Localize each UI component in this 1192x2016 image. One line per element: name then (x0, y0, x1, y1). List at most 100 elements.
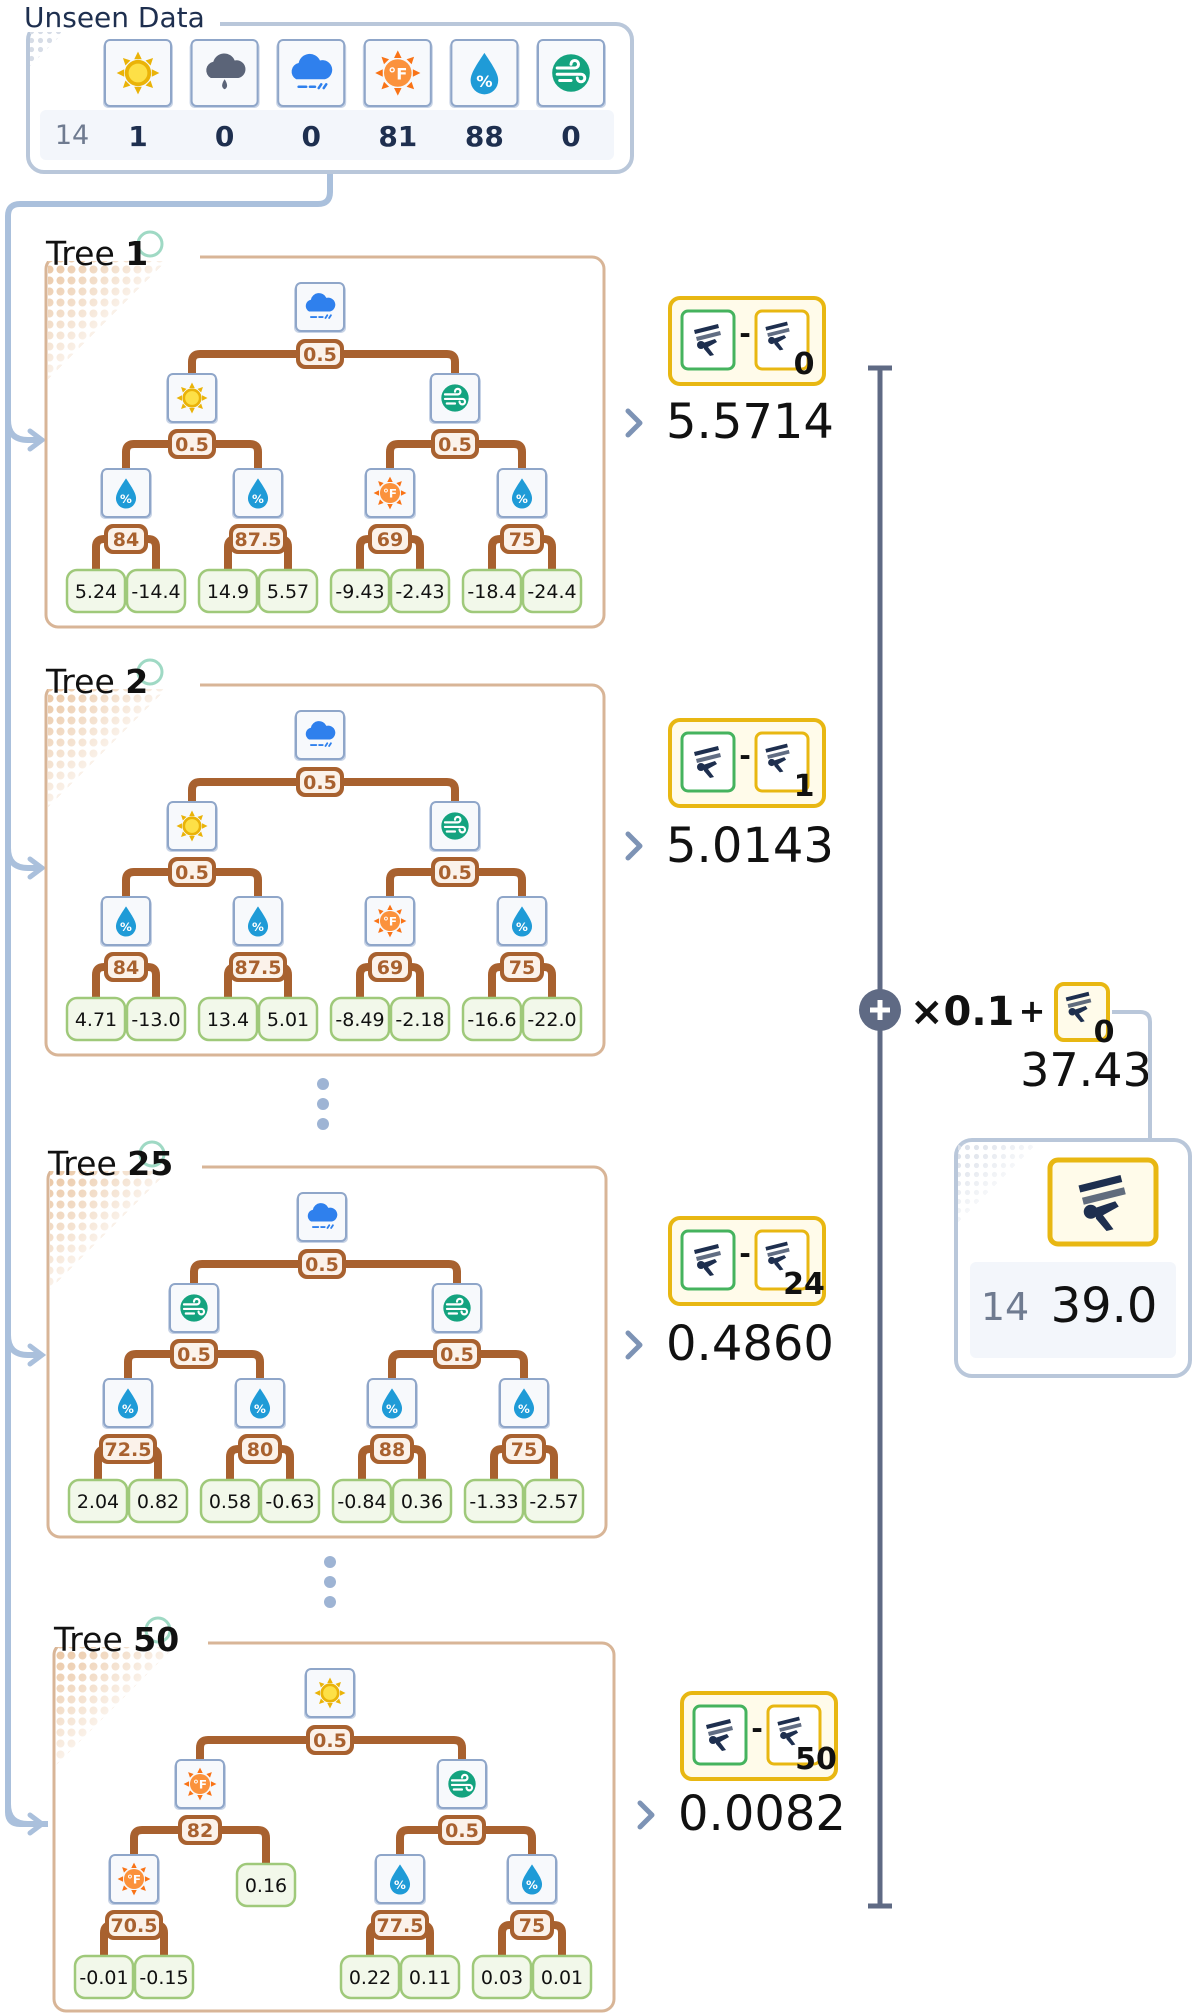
leaf-text: -8.49 (335, 1009, 384, 1031)
split-threshold: 0.5 (431, 857, 479, 887)
threshold-value: 75 (509, 957, 535, 979)
humidity-icon (506, 1854, 558, 1905)
tree-branch (130, 1826, 204, 1861)
tree-branch (498, 1921, 536, 1961)
threshold-value: 84 (113, 957, 139, 979)
leaf-text: -16.6 (467, 1009, 516, 1031)
leaf-value: -14.4 (125, 568, 187, 614)
threshold-value: 84 (113, 529, 139, 551)
threshold-value: 0.5 (445, 1820, 479, 1842)
split-threshold: 82 (178, 1815, 222, 1845)
leaf-value: 0.03 (471, 1954, 533, 2000)
flow-branch (5, 419, 40, 443)
tree-branch (518, 963, 556, 1003)
arrow-right-icon (637, 1800, 655, 1830)
leaf-value: -0.84 (331, 1478, 393, 1524)
leaf-text: 2.04 (77, 1491, 119, 1513)
residual-subscript: 1 (794, 769, 815, 804)
leaf-text: -2.57 (529, 1491, 578, 1513)
leaf-value: 14.9 (197, 568, 259, 614)
tree-branch (190, 1350, 264, 1385)
leaf-text: 0.03 (481, 1967, 523, 1989)
threshold-value: 0.5 (175, 862, 209, 884)
humidity-icon (449, 39, 520, 108)
threshold-value: 75 (509, 529, 535, 551)
snow-cloud-icon (294, 282, 346, 333)
minus-sign: - (739, 317, 751, 350)
leaf-text: 0.11 (409, 1967, 451, 1989)
leaf-value: 0.11 (399, 1954, 461, 2000)
tree-branch (188, 778, 324, 808)
row-id: 14 (55, 120, 89, 151)
tree-branch (396, 1826, 466, 1861)
tree-branch (488, 535, 526, 575)
unseen-data-title: Unseen Data (24, 1, 205, 34)
tree-branch (122, 440, 196, 475)
feature-value: 88 (465, 120, 504, 153)
split-threshold: 0.5 (431, 429, 479, 459)
split-threshold: 0.5 (298, 1249, 346, 1279)
tree-branch (122, 963, 160, 1003)
leaf-value: 0.82 (127, 1478, 189, 1524)
split-threshold: 69 (368, 952, 412, 982)
leaf-text: -9.43 (335, 581, 384, 603)
rain-cloud-icon (189, 39, 260, 108)
tree-branch (528, 1921, 566, 1961)
tree-branch (122, 868, 196, 903)
tree-branch (386, 868, 459, 903)
leaf-value: -13.0 (125, 996, 187, 1042)
leaf-text: -22.0 (527, 1009, 576, 1031)
arrow-right-icon (625, 408, 643, 438)
residual-badge: -0 (668, 296, 826, 386)
tree-branch (356, 535, 394, 575)
split-threshold: 87.5 (229, 952, 287, 982)
leaf-value: -0.63 (259, 1478, 321, 1524)
humidity-icon (498, 1378, 550, 1429)
threshold-value: 0.5 (313, 1730, 347, 1752)
tree-branch (316, 778, 459, 808)
leaf-text: -2.18 (395, 1009, 444, 1031)
humidity-icon (232, 896, 284, 947)
leaf-text: -24.4 (527, 581, 576, 603)
tree-branch (453, 1350, 528, 1385)
split-threshold: 0.5 (168, 429, 216, 459)
tree-branch (188, 868, 262, 903)
arrow-right-icon (625, 831, 643, 861)
snow-cloud-icon (276, 39, 347, 108)
threshold-value: 70.5 (111, 1915, 158, 1937)
residual-badge: -1 (668, 718, 826, 808)
leaf-text: 13.4 (207, 1009, 249, 1031)
prediction-row-id: 14 (981, 1285, 1029, 1329)
leaf-text: 0.22 (349, 1967, 391, 1989)
leaf-value: -22.0 (521, 996, 583, 1042)
tree-output-value: 5.5714 (666, 394, 834, 450)
threshold-value: 80 (247, 1439, 273, 1461)
tree-branch (451, 868, 526, 903)
minus-sign: - (751, 1712, 763, 1745)
tree-panel: Tree 2 (40, 658, 606, 1057)
sun-icon (166, 801, 218, 852)
flow-arrow-icon (27, 856, 47, 880)
leaf-text: 0.82 (137, 1491, 179, 1513)
tree-output-value: 0.0082 (678, 1786, 846, 1842)
split-threshold: 75 (500, 524, 544, 554)
split-threshold: 75 (502, 1434, 546, 1464)
humidity-icon (496, 468, 548, 519)
plus-sign: + (1019, 992, 1046, 1030)
threshold-value: 0.5 (175, 434, 209, 456)
ellipsis-dots (324, 1556, 336, 1608)
humidity-icon (374, 1854, 426, 1905)
sun-icon (103, 39, 173, 108)
leaf-value: -2.57 (523, 1478, 585, 1524)
leaf-value: -1.33 (463, 1478, 525, 1524)
leaf-value: -0.15 (133, 1954, 195, 2000)
humidity-icon (102, 1378, 154, 1429)
threshold-value: 0.5 (305, 1254, 339, 1276)
residual-subscript: 0 (794, 347, 815, 382)
threshold-value: 69 (377, 529, 403, 551)
tree-branch (488, 963, 526, 1003)
split-threshold: 0.5 (433, 1339, 481, 1369)
